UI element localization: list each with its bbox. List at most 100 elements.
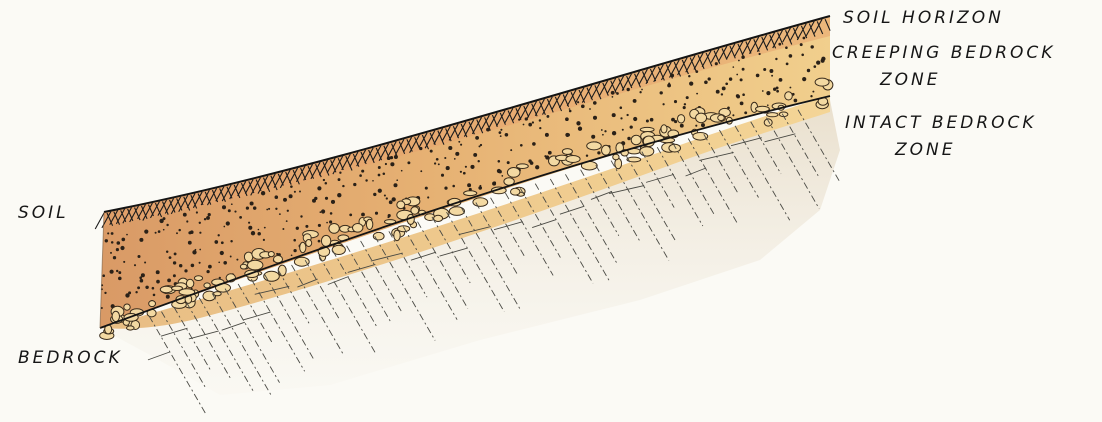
rock-fragment bbox=[214, 292, 222, 296]
soil-grain bbox=[128, 291, 131, 294]
soil-grain bbox=[230, 240, 232, 242]
soil-grain bbox=[715, 62, 718, 65]
soil-grain bbox=[683, 106, 686, 109]
soil-grain bbox=[183, 213, 187, 217]
soil-grain bbox=[361, 170, 364, 173]
soil-grain bbox=[291, 254, 293, 256]
soil-grain bbox=[548, 151, 552, 155]
soil-grain bbox=[581, 104, 585, 108]
soil-grain bbox=[102, 274, 105, 277]
soil-grain bbox=[812, 91, 814, 93]
soil-grain bbox=[159, 219, 163, 223]
rock-fragment bbox=[366, 219, 372, 229]
soil-grain bbox=[286, 220, 288, 222]
soil-grain bbox=[525, 117, 528, 120]
rock-fragment bbox=[517, 164, 529, 169]
soil-grain bbox=[742, 93, 745, 96]
rock-fragment bbox=[274, 256, 283, 263]
soil-grain bbox=[680, 124, 684, 128]
soil-grain bbox=[436, 158, 439, 161]
soil-grain bbox=[222, 205, 226, 209]
soil-grain bbox=[155, 232, 157, 234]
soil-grain bbox=[139, 238, 143, 242]
soil-grain bbox=[152, 287, 155, 290]
soil-grain bbox=[372, 180, 374, 182]
soil-grain bbox=[396, 179, 398, 181]
soil-grain bbox=[776, 86, 779, 89]
soil-grain bbox=[179, 264, 182, 267]
soil-grain bbox=[104, 292, 106, 294]
soil-grain bbox=[444, 186, 447, 189]
soil-grain bbox=[389, 200, 393, 204]
rock-fragment bbox=[696, 113, 707, 123]
soil-grain bbox=[228, 209, 231, 212]
soil-grain bbox=[378, 166, 381, 169]
soil-grain bbox=[253, 206, 256, 209]
soil-grain bbox=[769, 69, 773, 73]
soil-grain bbox=[318, 224, 321, 227]
soil-grain bbox=[821, 57, 825, 61]
creeping-bedrock-zone-label-line2: ZONE bbox=[880, 72, 941, 89]
soil-grain bbox=[523, 124, 525, 126]
soil-grain bbox=[276, 253, 278, 255]
soil-grain bbox=[736, 95, 740, 99]
soil-grain bbox=[576, 121, 580, 125]
soil-grain bbox=[325, 182, 328, 185]
soil-grain bbox=[120, 246, 124, 250]
soil-grain bbox=[639, 91, 641, 93]
soil-grain bbox=[766, 91, 770, 95]
soil-grain bbox=[742, 68, 745, 71]
rock-fragment bbox=[397, 201, 405, 209]
rock-fragment bbox=[294, 257, 309, 266]
soil-grain bbox=[318, 240, 321, 243]
soil-grain bbox=[689, 81, 693, 85]
soil-grain bbox=[387, 216, 389, 218]
rock-fragment bbox=[124, 304, 130, 310]
soil-grain bbox=[137, 255, 140, 258]
soil-grain bbox=[230, 256, 232, 258]
soil-grain bbox=[257, 232, 261, 236]
soil-grain bbox=[317, 186, 321, 190]
soil-grain bbox=[546, 115, 549, 118]
soil-grain bbox=[214, 240, 218, 244]
rock-fragment bbox=[186, 279, 193, 287]
soil-grain bbox=[674, 100, 677, 103]
soil-grain bbox=[199, 262, 201, 264]
soil-grain bbox=[602, 134, 604, 136]
soil-grain bbox=[458, 141, 460, 143]
soil-grain bbox=[763, 68, 766, 71]
rock-fragment bbox=[127, 326, 135, 330]
rock-fragment bbox=[321, 235, 330, 246]
soil-grain bbox=[299, 191, 301, 193]
soil-grain bbox=[390, 156, 393, 159]
soil-grain bbox=[141, 273, 145, 277]
rock-fragment bbox=[306, 240, 312, 247]
soil-grain bbox=[460, 171, 462, 173]
rock-fragment bbox=[194, 276, 202, 281]
soil-grain bbox=[810, 95, 812, 97]
soil-grain bbox=[196, 211, 198, 213]
intact-bedrock-zone-label-line2: ZONE bbox=[895, 142, 956, 159]
soil-grain bbox=[725, 82, 728, 85]
soil-grain bbox=[801, 54, 804, 57]
soil-grain bbox=[246, 206, 249, 209]
soil-grain bbox=[176, 232, 178, 234]
soil-label: SOIL bbox=[18, 205, 69, 222]
soil-grain bbox=[591, 135, 595, 139]
soil-grain bbox=[314, 197, 317, 200]
soil-grain bbox=[239, 216, 242, 219]
soil-grain bbox=[116, 248, 119, 251]
soil-grain bbox=[221, 241, 224, 244]
soil-grain bbox=[465, 166, 467, 168]
soil-grain bbox=[384, 194, 386, 196]
soil-grain bbox=[733, 66, 735, 68]
soil-grain bbox=[339, 172, 341, 174]
soil-grain bbox=[226, 221, 230, 225]
soil-grain bbox=[144, 261, 146, 263]
soil-grain bbox=[204, 218, 206, 220]
soil-grain bbox=[111, 241, 114, 244]
rock-fragment bbox=[149, 301, 156, 307]
soil-grain bbox=[501, 175, 503, 177]
soil-grain bbox=[510, 149, 512, 151]
